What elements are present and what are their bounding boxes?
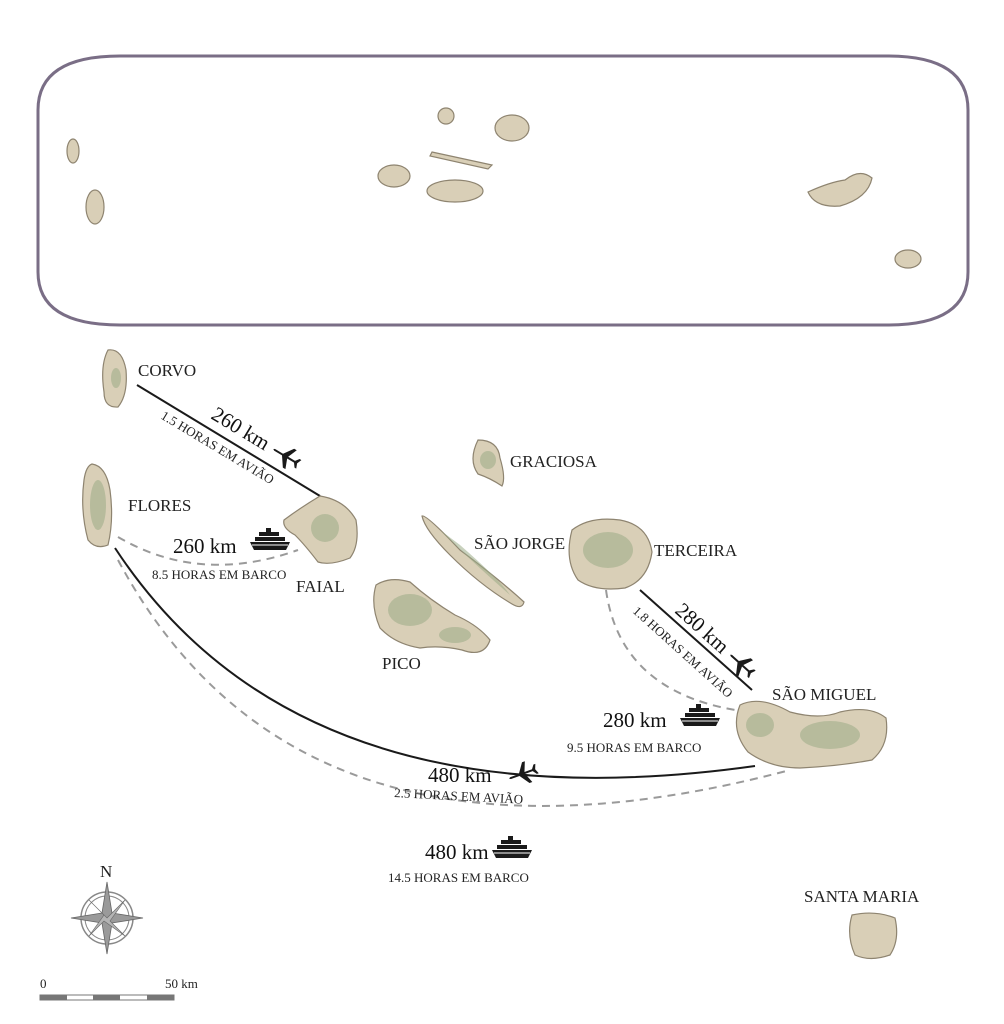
label-sao-miguel: SÃO MIGUEL <box>772 685 876 704</box>
label-santa-maria: SANTA MARIA <box>804 887 920 906</box>
route-flores-faial-boat <box>117 536 299 566</box>
label-faial: FAIAL <box>296 577 345 596</box>
route-label-flores-saomiguel-boat: 480 km 14.5 HORAS EM BARCO <box>388 835 533 885</box>
distance-label: 480 km <box>428 763 492 787</box>
label-terceira: TERCEIRA <box>654 541 738 560</box>
inset-frame <box>36 54 970 327</box>
label-sao-jorge: SÃO JORGE <box>474 534 565 553</box>
compass-rose: N <box>70 862 144 955</box>
overview-islands <box>66 107 922 269</box>
time-label: 9.5 HORAS EM BARCO <box>567 740 701 755</box>
ship-icon <box>679 703 721 727</box>
distance-label: 480 km <box>425 840 489 864</box>
scale-end-label: 50 km <box>165 976 198 991</box>
route-label-flores-faial: 260 km 8.5 HORAS EM BARCO <box>152 527 291 582</box>
distance-label: 280 km <box>603 708 667 732</box>
island-pico <box>373 579 491 653</box>
time-label: 2.5 HORAS EM AVIÃO <box>394 785 524 807</box>
time-label: 14.5 HORAS EM BARCO <box>388 870 529 885</box>
island-terceira <box>568 518 653 590</box>
distance-label: 260 km <box>173 534 237 558</box>
ship-icon <box>491 835 533 859</box>
island-sao-miguel <box>735 700 888 769</box>
island-sao-jorge <box>421 515 525 608</box>
island-faial <box>283 495 358 564</box>
route-lines <box>114 384 791 807</box>
label-graciosa: GRACIOSA <box>510 452 598 471</box>
label-corvo: CORVO <box>138 361 196 380</box>
time-label: 8.5 HORAS EM BARCO <box>152 567 286 582</box>
scale-start-label: 0 <box>40 976 47 991</box>
compass-north-label: N <box>100 862 112 881</box>
island-flores <box>82 463 113 548</box>
route-terceira-saomiguel-boat <box>605 589 736 711</box>
route-terceira-saomiguel-plane <box>639 589 753 691</box>
route-corvo-faial-plane <box>136 384 321 497</box>
island-santa-maria <box>849 912 898 960</box>
island-corvo <box>102 349 127 408</box>
overview-inset <box>36 54 970 327</box>
route-flores-saomiguel-boat <box>117 559 791 807</box>
ship-icon <box>249 527 291 551</box>
label-flores: FLORES <box>128 496 191 515</box>
label-pico: PICO <box>382 654 421 673</box>
route-label-terceira-saomiguel: 280 km <box>671 598 760 683</box>
route-flores-saomiguel-plane <box>114 547 756 779</box>
scale-bar: 0 50 km <box>39 976 198 1001</box>
island-graciosa <box>472 439 505 487</box>
route-label-terceira-saomiguel-boat: 280 km 9.5 HORAS EM BARCO <box>567 703 721 755</box>
route-label-flores-saomiguel-plane: 480 km 2.5 HORAS EM AVIÃO <box>394 758 541 807</box>
plane-icon <box>723 646 760 683</box>
